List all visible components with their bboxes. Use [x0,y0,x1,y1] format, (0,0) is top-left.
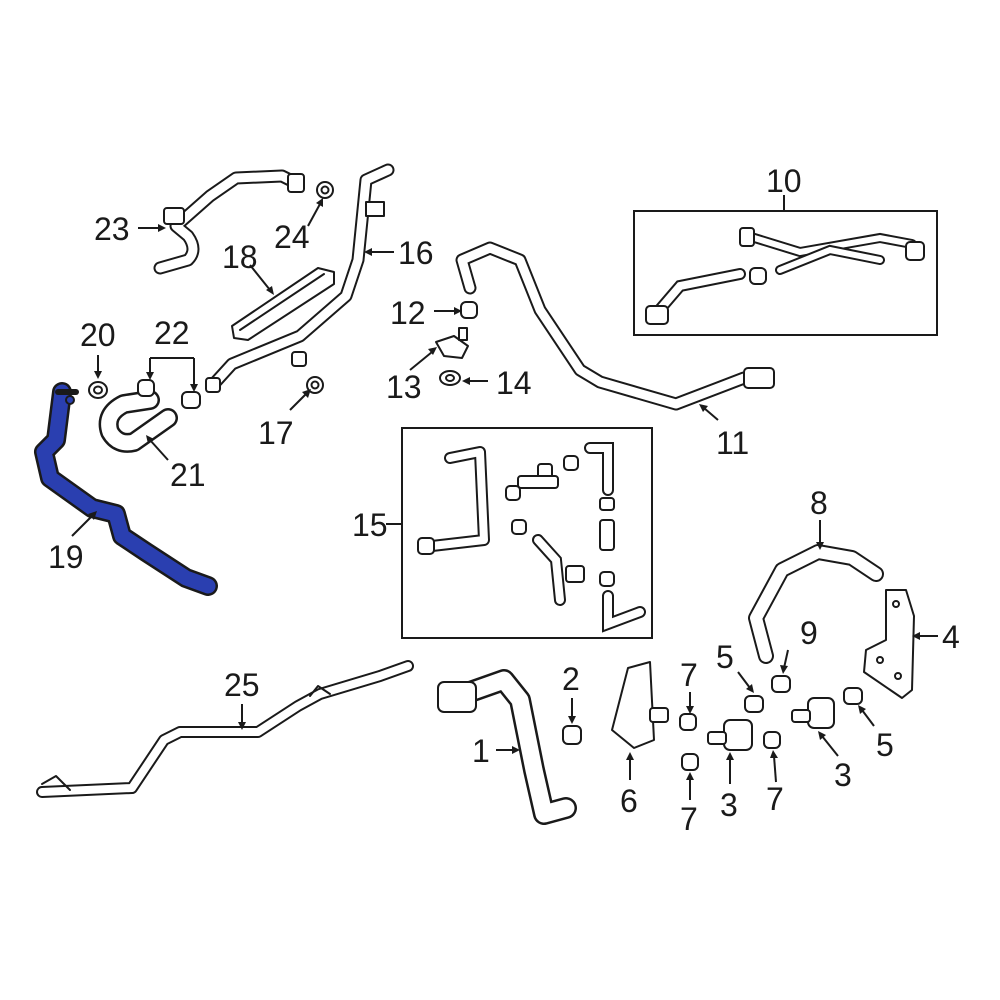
part-9-plug[interactable] [771,675,791,693]
part-19-hose-highlighted[interactable] [34,382,218,596]
callout-25[interactable]: 25 [224,667,260,703]
callout-8[interactable]: 8 [810,485,828,521]
callout-22[interactable]: 22 [154,315,190,351]
callout-18[interactable]: 18 [222,239,258,275]
callout-13[interactable]: 13 [386,369,422,405]
part-4-bracket[interactable] [863,589,915,699]
part-23-pipe[interactable] [153,169,305,275]
callout-5-b[interactable]: 5 [876,727,894,763]
callout-23[interactable]: 23 [94,211,130,247]
callout-17[interactable]: 17 [258,415,294,451]
part-6-bracket[interactable] [611,661,669,749]
callout-20[interactable]: 20 [80,317,116,353]
callout-14[interactable]: 14 [496,365,532,401]
part-21-hose[interactable] [98,390,178,453]
callout-24[interactable]: 24 [274,219,310,255]
callout-3-a[interactable]: 3 [720,787,738,823]
callout-15[interactable]: 15 [352,507,388,543]
part-17-washer[interactable] [306,376,324,394]
leader-lines [71,195,938,800]
part-14-washer[interactable] [439,370,461,386]
callout-3-b[interactable]: 3 [834,757,852,793]
part-5-plugs[interactable] [744,687,863,713]
callout-7-c[interactable]: 7 [766,781,784,817]
callout-labels: 23 24 18 16 20 22 21 19 17 12 13 14 10 1… [48,163,960,837]
callout-21[interactable]: 21 [170,457,206,493]
part-1-hose[interactable] [437,669,577,825]
part-10-kit-box[interactable] [633,210,938,336]
part-11-pipe[interactable] [455,241,775,411]
callout-10[interactable]: 10 [766,163,802,199]
callout-6[interactable]: 6 [620,783,638,819]
part-18-heat-shield[interactable] [231,267,335,341]
callout-12[interactable]: 12 [390,295,426,331]
callout-7-a[interactable]: 7 [680,657,698,693]
callout-5-a[interactable]: 5 [716,639,734,675]
callout-1[interactable]: 1 [472,733,490,769]
part-24-washer[interactable] [316,181,334,199]
part-20-washer[interactable] [88,381,108,399]
part-2-plug[interactable] [562,725,582,745]
part-7-caps[interactable] [679,713,781,771]
part-13-valve[interactable] [435,327,469,359]
callout-4[interactable]: 4 [942,619,960,655]
part-12-plug[interactable] [460,301,478,319]
callout-19[interactable]: 19 [48,539,84,575]
callout-9[interactable]: 9 [800,615,818,651]
callout-11[interactable]: 11 [716,425,749,461]
part-8-hose[interactable] [748,544,884,664]
part-25-pipe[interactable] [36,660,414,798]
callout-2[interactable]: 2 [562,661,580,697]
part-3-valves[interactable] [707,697,835,751]
part-16-pipe[interactable] [205,163,395,393]
part-22-plugs[interactable] [137,379,201,409]
callout-16[interactable]: 16 [398,235,434,271]
part-15-kit-box[interactable] [401,427,653,639]
callout-7-b[interactable]: 7 [680,801,698,837]
